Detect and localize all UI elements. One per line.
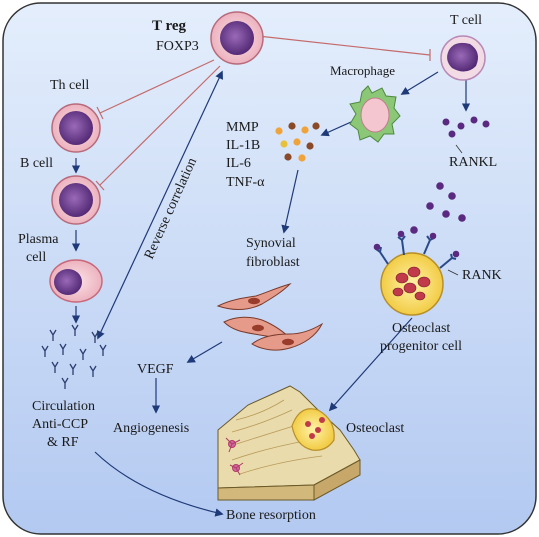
progenitor-label-line2: progenitor cell — [380, 339, 462, 354]
rankl-dots-icon — [410, 116, 490, 234]
tcell-to-macrophage-arrow — [400, 71, 439, 95]
osteoclast-cell-icon — [291, 408, 335, 451]
tcell-label: T cell — [450, 13, 482, 28]
plasma-cell-icon — [49, 259, 103, 303]
circulation-to-resorption-arrow — [94, 451, 224, 517]
cytokine-tnfa-label: TNF-α — [226, 175, 265, 190]
rank-bound-ligand-dots — [373, 230, 460, 258]
fibroblast-cells-icon — [216, 282, 324, 351]
rank-label: RANK — [462, 268, 502, 283]
macrophage-label: Macrophage — [330, 63, 395, 78]
bone-resorption-label: Bone resorption — [226, 508, 316, 523]
treg-inhibits-tcell-line — [257, 35, 431, 56]
anti-ccp-label: Anti-CCP — [32, 417, 88, 432]
tcell-icon — [440, 35, 486, 81]
treg-cell-icon — [210, 11, 264, 65]
fibroblast-to-vegf-arrow — [186, 341, 223, 363]
osteoclast-progenitor-icon — [380, 252, 444, 316]
b-cell-icon — [51, 175, 101, 225]
rank-pointer-line — [447, 269, 459, 276]
treg-marker: FOXP3 — [156, 39, 199, 54]
th-cell-icon — [51, 103, 101, 153]
rankl-label: RANKL — [449, 155, 497, 170]
progenitor-label-line1: Osteoclast — [392, 321, 450, 336]
synovial-label-line1: Synovial — [246, 236, 296, 251]
cytokine-il6-label: IL-6 — [226, 156, 251, 171]
cytokine-il1b-label: IL-1B — [226, 138, 260, 153]
rf-label: & RF — [47, 435, 79, 450]
circulation-label: Circulation — [32, 399, 95, 414]
macrophage-icon — [349, 85, 401, 143]
b-cell-label: B cell — [20, 156, 53, 171]
reverse-correlation-arrow — [97, 70, 223, 340]
plasma-label-line2: cell — [26, 250, 46, 265]
progenitor-to-osteoclast-arrow — [328, 317, 413, 412]
blood-vessel-cells — [225, 437, 244, 476]
th-cell-label: Th cell — [50, 78, 89, 93]
vegf-label: VEGF — [137, 362, 174, 377]
rankl-pointer-line — [455, 144, 463, 154]
cytokines-to-fibroblast-arrow — [281, 169, 299, 234]
osteoclast-label: Osteoclast — [346, 421, 404, 436]
angiogenesis-label: Angiogenesis — [113, 421, 189, 436]
cytokine-mmp-label: MMP — [226, 120, 259, 135]
plasma-label-line1: Plasma — [18, 232, 59, 247]
treg-title: T reg — [152, 18, 187, 34]
antibody-y-icon — [41, 324, 107, 389]
cytokine-dots-icon — [275, 122, 320, 162]
bone-tissue-block-icon — [217, 385, 361, 501]
synovial-label-line2: fibroblast — [246, 255, 300, 270]
